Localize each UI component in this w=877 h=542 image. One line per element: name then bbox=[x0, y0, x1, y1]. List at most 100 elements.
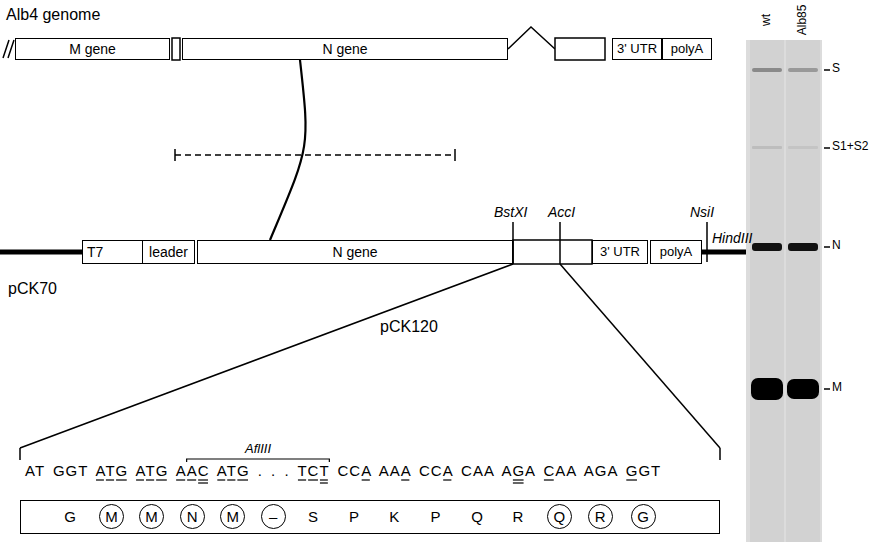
underline bbox=[146, 479, 154, 480]
restriction-site: BstXI bbox=[494, 204, 527, 220]
construct-name: pCK120 bbox=[380, 318, 438, 336]
zoom-line bbox=[560, 264, 720, 448]
restriction-site: AccI bbox=[548, 204, 575, 220]
site-bracket bbox=[187, 459, 330, 462]
gel-band bbox=[752, 68, 782, 72]
underline bbox=[401, 479, 409, 480]
underline bbox=[443, 479, 451, 480]
gel-lane bbox=[750, 40, 784, 542]
box-label: N gene bbox=[322, 41, 367, 57]
bracket-tick bbox=[174, 149, 176, 161]
amino-acid: R bbox=[595, 508, 606, 525]
band-tick bbox=[824, 388, 830, 390]
gel-band bbox=[788, 146, 818, 149]
box-label: polyA bbox=[660, 245, 693, 260]
polya-box: polyA bbox=[650, 240, 702, 264]
underline bbox=[362, 479, 370, 480]
box-label: M gene bbox=[69, 41, 116, 57]
amino-acid: Q bbox=[471, 508, 483, 525]
gene-box: N gene bbox=[182, 38, 508, 60]
gene-box: M gene bbox=[15, 38, 170, 60]
restriction-site: HindIII bbox=[712, 230, 752, 246]
band-label: S1+S2 bbox=[832, 140, 868, 154]
underline bbox=[544, 479, 554, 480]
lane-label: wt bbox=[760, 14, 774, 26]
sequence-underlines bbox=[96, 480, 637, 483]
circled-residue: G bbox=[631, 504, 656, 529]
circled-residue: R bbox=[588, 504, 613, 529]
underline bbox=[217, 479, 225, 480]
amino-acid: M bbox=[105, 508, 118, 525]
box-label: polyA bbox=[671, 42, 704, 57]
band-tick bbox=[824, 147, 830, 149]
restriction-site: NsiI bbox=[690, 204, 714, 220]
underline bbox=[227, 479, 235, 480]
underline bbox=[96, 479, 104, 480]
leader-box: leader bbox=[142, 240, 195, 264]
title-label: Alb4 genome bbox=[6, 6, 100, 24]
underline bbox=[176, 479, 185, 480]
underline bbox=[308, 479, 318, 480]
utr-box: 3' UTR bbox=[592, 240, 648, 264]
bracket-tick bbox=[19, 448, 21, 460]
exon-box bbox=[172, 38, 180, 60]
bracket-tick bbox=[719, 448, 721, 460]
amino-acid: S bbox=[308, 508, 318, 525]
underline bbox=[187, 479, 196, 480]
underline bbox=[513, 479, 524, 480]
circled-residue: M bbox=[139, 504, 164, 529]
zoom-line bbox=[20, 264, 513, 448]
polya-box: polyA bbox=[662, 38, 712, 60]
amino-acid: K bbox=[389, 508, 399, 525]
amino-acid: R bbox=[512, 508, 523, 525]
underline bbox=[106, 479, 114, 480]
utr-box: 3' UTR bbox=[612, 38, 662, 60]
break-mark bbox=[8, 40, 14, 58]
box-label: T7 bbox=[87, 244, 103, 260]
circled-residue: N bbox=[180, 504, 205, 529]
band-tick bbox=[824, 69, 830, 71]
amino-acid: G bbox=[637, 508, 649, 525]
underline bbox=[156, 479, 167, 480]
box-label: leader bbox=[149, 244, 188, 260]
underline bbox=[513, 482, 524, 483]
amino-acid: M bbox=[226, 508, 239, 525]
site-tick bbox=[559, 222, 561, 264]
underline bbox=[136, 479, 144, 480]
band-label: S bbox=[832, 62, 840, 76]
gel-lane bbox=[786, 40, 820, 542]
amino-acid: M bbox=[145, 508, 158, 525]
gene-box bbox=[513, 240, 592, 264]
gel bbox=[746, 40, 822, 542]
band-tick bbox=[824, 246, 830, 248]
gel-band bbox=[752, 146, 782, 149]
connector bbox=[270, 60, 306, 240]
circled-residue: M bbox=[99, 504, 124, 529]
underline bbox=[116, 479, 127, 480]
gel-band bbox=[788, 243, 818, 251]
amino-acid: Q bbox=[554, 508, 566, 525]
amino-acid: G bbox=[64, 508, 76, 525]
gel-band bbox=[788, 68, 818, 72]
circled-residue: Q bbox=[547, 504, 572, 529]
lane-label: Alb85 bbox=[796, 5, 810, 36]
underline bbox=[320, 479, 328, 480]
underline bbox=[198, 482, 208, 483]
box-label: N gene bbox=[332, 244, 377, 260]
underline bbox=[298, 479, 306, 480]
promoter-box: T7 bbox=[82, 240, 144, 264]
box-label: 3' UTR bbox=[617, 42, 657, 57]
circled-residue: – bbox=[261, 504, 286, 529]
band-label: N bbox=[832, 239, 841, 253]
amino-acid: N bbox=[187, 508, 198, 525]
construct-name: pCK70 bbox=[8, 280, 57, 298]
bracket-tick bbox=[454, 149, 456, 161]
band-label: M bbox=[832, 381, 842, 395]
gel-band bbox=[752, 243, 782, 251]
restriction-site: AflIII bbox=[245, 442, 271, 457]
underline bbox=[198, 479, 208, 480]
vector-line bbox=[0, 250, 82, 255]
gel-band bbox=[751, 378, 783, 400]
